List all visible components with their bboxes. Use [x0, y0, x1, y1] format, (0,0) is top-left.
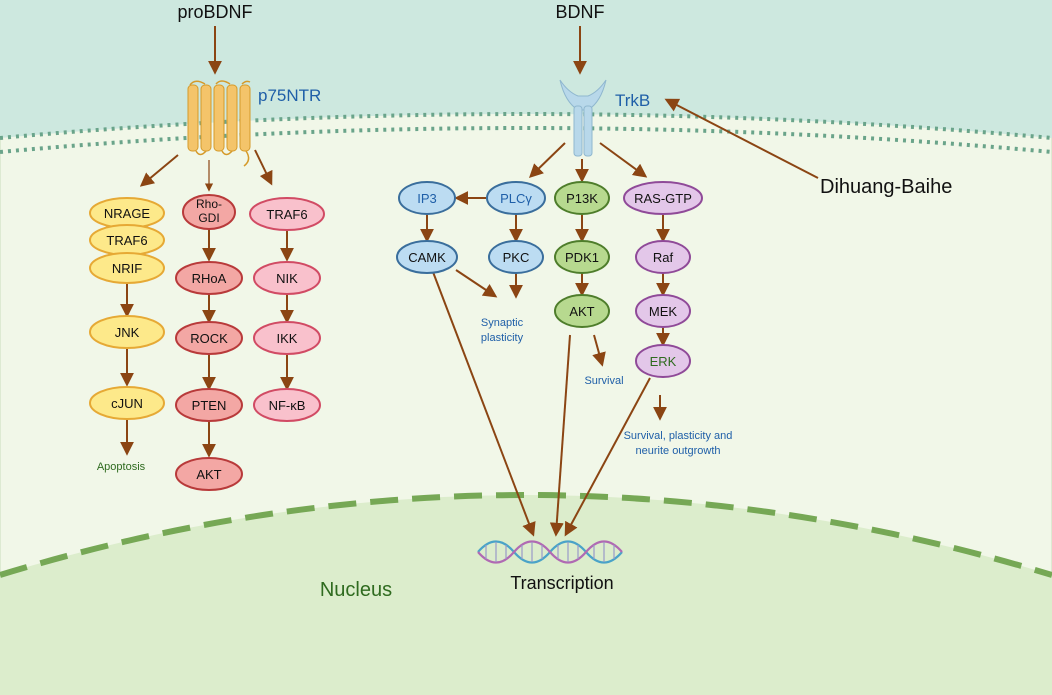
svg-text:P13K: P13K — [566, 191, 598, 206]
survival-label: Survival — [584, 375, 623, 387]
arrow-akt-transcription — [549, 334, 571, 537]
nuclear-envelope — [0, 492, 1052, 578]
svg-text:PLCγ: PLCγ — [500, 191, 532, 206]
arrow-p75-traf6 — [254, 149, 273, 186]
cell-membrane — [0, 112, 1052, 140]
node-pten: PTEN — [175, 388, 243, 422]
node-rhoa: RHoA — [175, 261, 243, 295]
node-nrage: NRAGE — [89, 197, 165, 229]
svg-text:TRAF6: TRAF6 — [106, 233, 147, 248]
arrow-herb-trkb — [664, 98, 819, 179]
transcription-label: Transcription — [510, 573, 613, 593]
trkb-label: TrkB — [615, 91, 650, 110]
node-cjun: cJUN — [89, 386, 165, 420]
svg-text:PKC: PKC — [503, 250, 530, 265]
survival-plasticity-label-line2: neurite outgrowth — [636, 445, 721, 457]
svg-text:AKT: AKT — [569, 304, 594, 319]
node-akt-left: AKT — [175, 457, 243, 491]
svg-text:MEK: MEK — [649, 304, 678, 319]
node-erk: ERK — [635, 344, 691, 378]
arrow-camk-transcription — [432, 271, 536, 537]
arrow-erk-transcription — [564, 377, 651, 537]
svg-text:NRAGE: NRAGE — [104, 206, 151, 221]
node-nfkb: NF-κB — [253, 388, 321, 422]
nucleus-region — [0, 495, 1052, 695]
p75ntr-receptor-icon — [187, 80, 251, 167]
node-mek: MEK — [635, 294, 691, 328]
node-rock: ROCK — [175, 321, 243, 355]
bdnf-label: BDNF — [556, 2, 605, 22]
synaptic-plasticity-label-line2: plasticity — [481, 332, 524, 344]
arrow-akt-survival — [592, 334, 606, 367]
node-rho-gdi: Rho-GDI — [182, 194, 236, 230]
herb-label: Dihuang-Baihe — [820, 176, 952, 198]
node-ikk: IKK — [253, 321, 321, 355]
cell-membrane-inner — [0, 126, 1052, 154]
node-p13k: P13K — [554, 181, 610, 215]
node-traf6-right: TRAF6 — [249, 197, 325, 231]
node-nrif: NRIF — [89, 252, 165, 284]
svg-text:AKT: AKT — [196, 467, 221, 482]
arrow-trkb-plcg — [528, 142, 566, 178]
svg-text:NRIF: NRIF — [112, 261, 142, 276]
svg-text:IKK: IKK — [277, 331, 298, 346]
arrow-trkb-rasgtp — [599, 142, 648, 178]
node-nik: NIK — [253, 261, 321, 295]
svg-text:PDK1: PDK1 — [565, 250, 599, 265]
svg-text:NIK: NIK — [276, 271, 298, 286]
node-akt-right: AKT — [554, 294, 610, 328]
node-camk: CAMK — [396, 240, 458, 274]
svg-text:RHoA: RHoA — [192, 271, 227, 286]
apoptosis-label: Apoptosis — [97, 461, 146, 473]
node-traf6-left: TRAF6 — [89, 224, 165, 256]
svg-text:cJUN: cJUN — [111, 396, 143, 411]
arrow-camk-synaptic — [455, 269, 498, 298]
arrow-p75-nrage — [139, 154, 179, 187]
nucleus-label: Nucleus — [320, 579, 392, 601]
probdnf-label: proBDNF — [177, 2, 252, 22]
svg-text:TRAF6: TRAF6 — [266, 207, 307, 222]
svg-text:ERK: ERK — [650, 354, 677, 369]
svg-text:IP3: IP3 — [417, 191, 437, 206]
svg-text:ROCK: ROCK — [190, 331, 228, 346]
svg-text:NF-κB: NF-κB — [269, 398, 306, 413]
node-pdk1: PDK1 — [554, 240, 610, 274]
node-jnk: JNK — [89, 315, 165, 349]
svg-text:PTEN: PTEN — [192, 398, 227, 413]
trkb-receptor-icon — [559, 79, 607, 157]
survival-plasticity-label-line1: Survival, plasticity and — [624, 430, 733, 442]
node-rasgtp: RAS-GTP — [623, 181, 703, 215]
extracellular-region — [0, 0, 1052, 138]
node-plcg: PLCγ — [486, 181, 546, 215]
node-ip3: IP3 — [398, 181, 456, 215]
svg-text:Rho-: Rho- — [196, 197, 222, 211]
synaptic-plasticity-label-line1: Synaptic — [481, 317, 524, 329]
node-raf: Raf — [635, 240, 691, 274]
svg-text:JNK: JNK — [115, 325, 140, 340]
svg-text:GDI: GDI — [198, 211, 219, 225]
svg-text:CAMK: CAMK — [408, 250, 446, 265]
node-pkc: PKC — [488, 240, 544, 274]
dna-helix-icon — [477, 540, 623, 564]
svg-text:RAS-GTP: RAS-GTP — [634, 191, 692, 206]
svg-text:Raf: Raf — [653, 250, 674, 265]
p75ntr-label: p75NTR — [258, 86, 321, 105]
arrows — [120, 26, 819, 537]
